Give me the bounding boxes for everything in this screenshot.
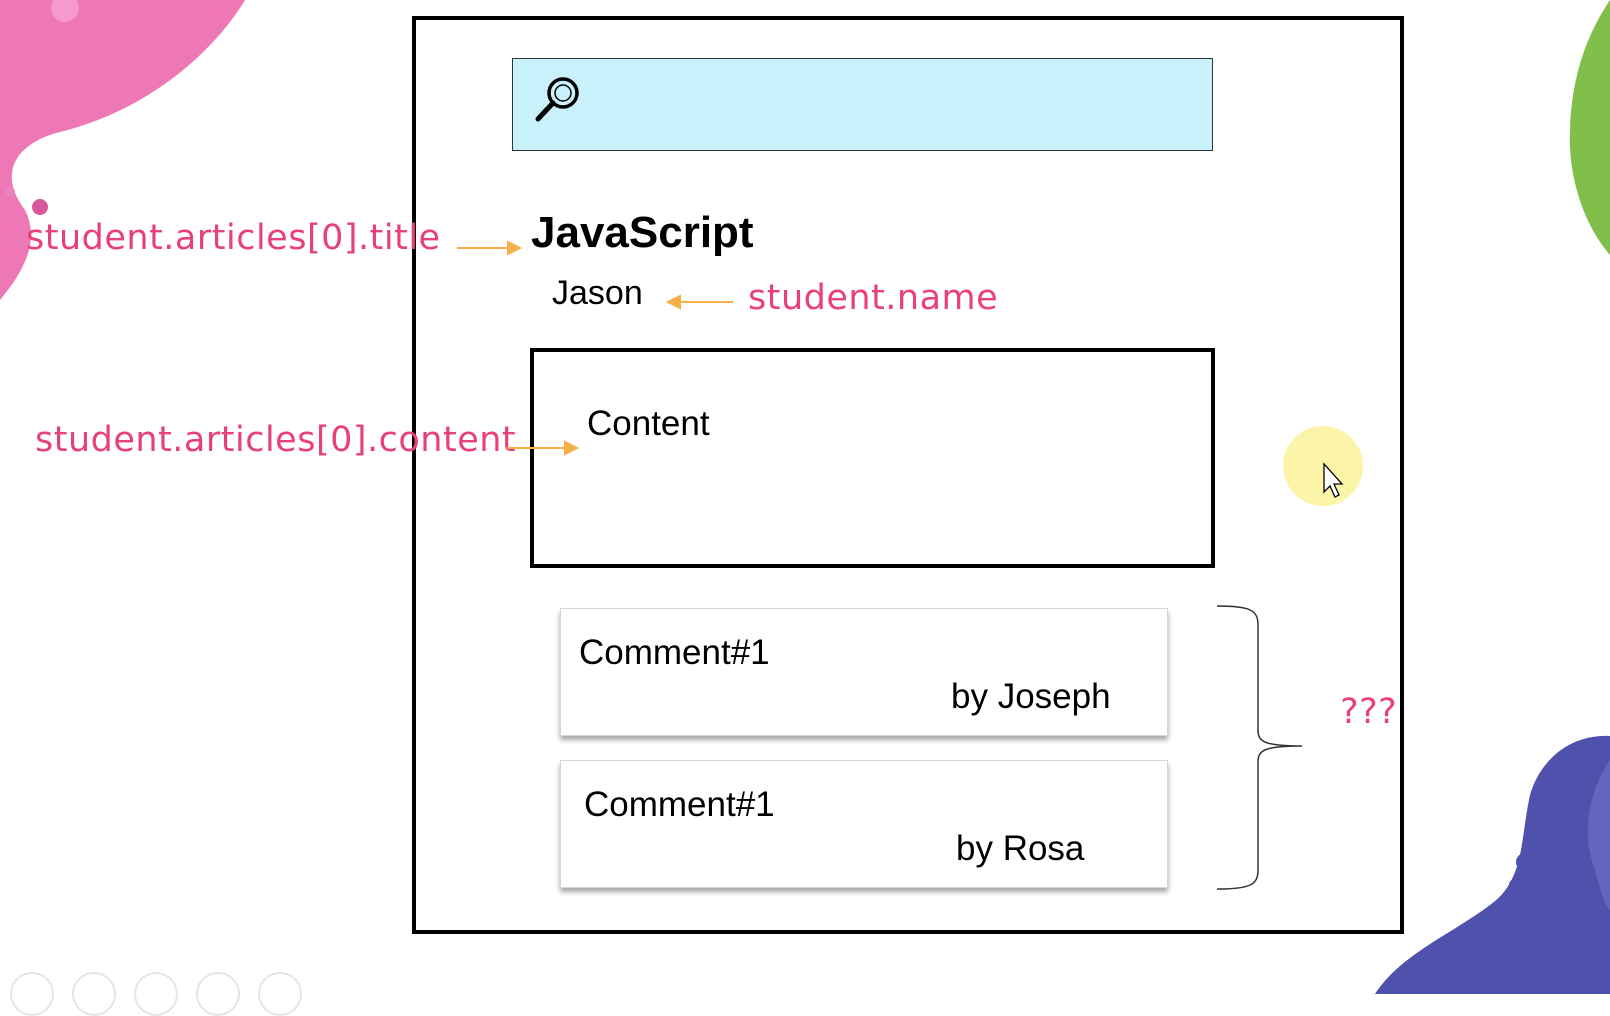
title-binding-label: student.articles[0].title — [26, 218, 441, 258]
purple-dot-decoration-2 — [1509, 879, 1521, 891]
comment-author: by Rosa — [956, 829, 1085, 868]
name-binding-label: student.name — [748, 278, 999, 318]
background-decorations — [0, 0, 1610, 994]
article-title: JavaScript — [531, 208, 754, 257]
pen-icon[interactable] — [72, 972, 116, 1016]
content-binding-label: student.articles[0].content — [35, 420, 517, 460]
comment-title: Comment#1 — [579, 633, 770, 672]
purple-blob-highlight — [1587, 760, 1610, 910]
question-label: ??? — [1340, 692, 1398, 732]
comment-card: Comment#1 by Joseph — [560, 608, 1168, 736]
green-blob-decoration — [1569, 0, 1610, 255]
play-icon[interactable] — [10, 972, 54, 1016]
presentation-toolbar — [10, 972, 302, 1016]
magnifier-icon[interactable] — [531, 71, 587, 127]
purple-blob-decoration — [1375, 735, 1610, 994]
pink-dot-decoration — [51, 0, 79, 22]
zoom-icon[interactable] — [196, 972, 240, 1016]
article-content-text: Content — [587, 404, 710, 443]
slides-icon[interactable] — [134, 972, 178, 1016]
author-name: Jason — [552, 274, 643, 312]
pink-small-dot — [32, 199, 48, 215]
comment-card: Comment#1 by Rosa — [560, 760, 1168, 888]
article-content-box — [530, 348, 1215, 568]
more-icon[interactable] — [258, 972, 302, 1016]
comment-author: by Joseph — [951, 677, 1111, 716]
purple-dot-decoration — [1516, 853, 1534, 871]
pink-blob-decoration — [0, 0, 245, 300]
comment-title: Comment#1 — [584, 785, 775, 824]
search-bar[interactable] — [512, 58, 1213, 151]
pink-small-dot-2 — [5, 187, 15, 197]
